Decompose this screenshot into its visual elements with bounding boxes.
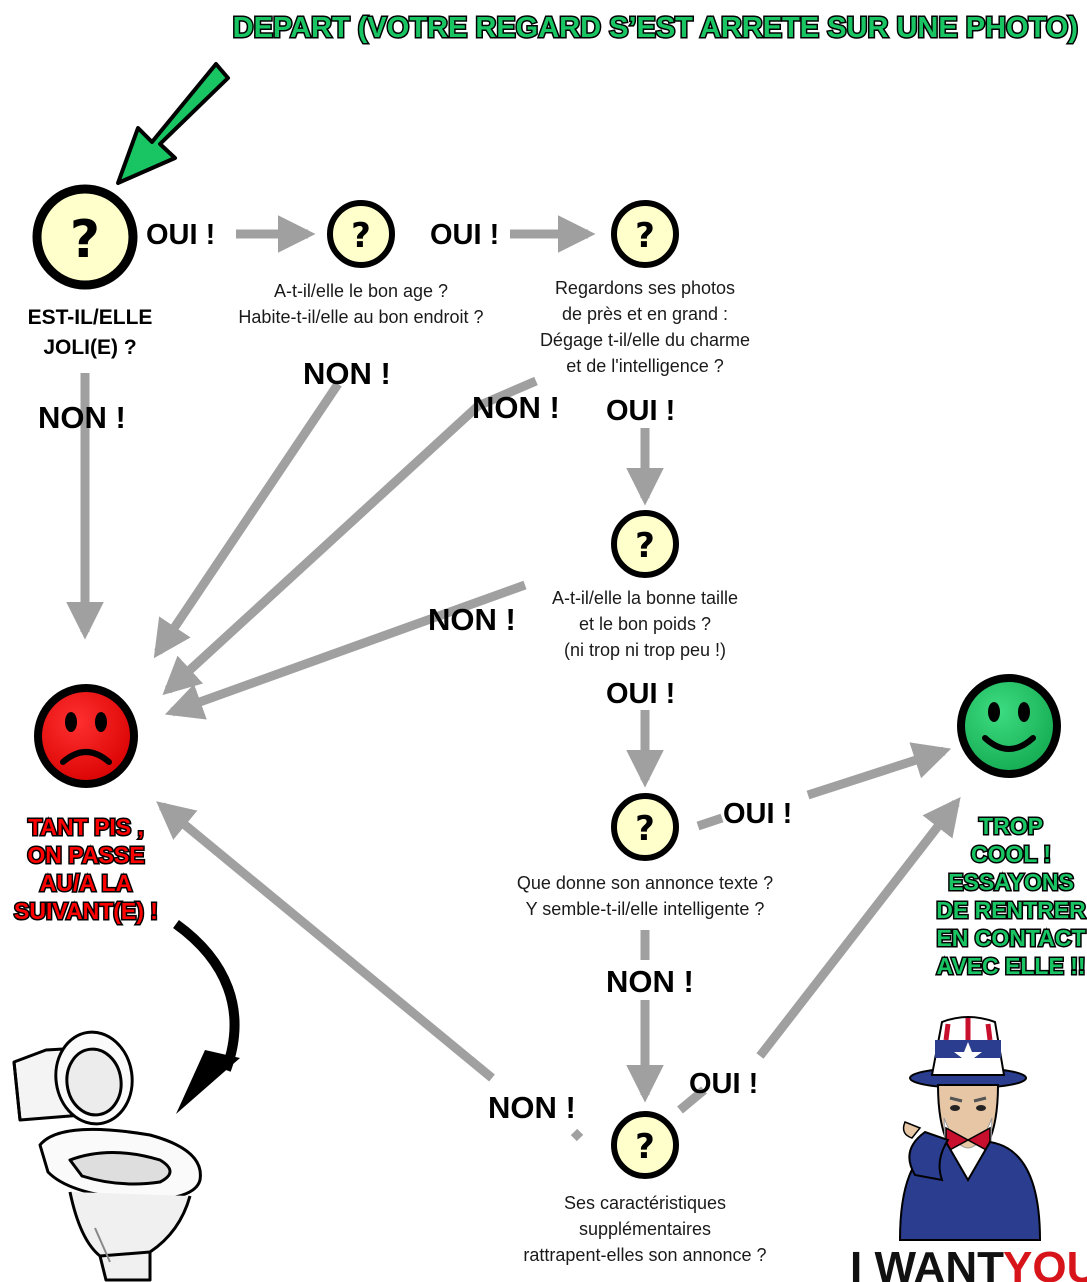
photos-question-line1: Regardons ses photos bbox=[555, 278, 735, 298]
start-question-line1: EST-IL/ELLE bbox=[28, 306, 153, 329]
start-question-line2: JOLI(E) ? bbox=[43, 336, 136, 359]
size-question-line3: (ni trop ni trop peu !) bbox=[564, 640, 726, 660]
question-circle-icon bbox=[611, 510, 679, 578]
question-mark-icon: ? bbox=[635, 216, 655, 256]
arrow-size-to-sad bbox=[164, 580, 527, 720]
happy-outcome-line4: DE RENTRER bbox=[936, 897, 1086, 923]
start-arrow bbox=[116, 62, 230, 185]
arrow-extra-to-happy-tail bbox=[677, 1086, 707, 1114]
sad-outcome-line3: AU/A LA bbox=[40, 870, 132, 896]
label-no: NON ! bbox=[472, 390, 560, 425]
outcome-happy: TROP COOL ! ESSAYONS DE RENTRER EN CONTA… bbox=[935, 674, 1087, 981]
sad-face-icon bbox=[34, 684, 138, 788]
node-extra: ? Ses caractéristiques supplémentaires r… bbox=[523, 1111, 767, 1265]
question-circle-icon bbox=[611, 793, 679, 861]
sad-outcome-line4: SUIVANT(E) ! bbox=[14, 898, 158, 924]
uncle-sam-icon bbox=[898, 1016, 1042, 1241]
label-no: NON ! bbox=[606, 964, 694, 999]
photos-question-line3: Dégage t-il/elle du charme bbox=[540, 330, 750, 350]
arrow-extra-to-sad bbox=[156, 801, 495, 1082]
happy-outcome-line6: AVEC ELLE !! bbox=[936, 953, 1085, 979]
label-yes: OUI ! bbox=[606, 395, 675, 427]
arrow-text-to-happy-tail bbox=[696, 813, 724, 831]
question-mark-icon: ? bbox=[351, 216, 371, 256]
page-title: DEPART (VOTRE REGARD S’EST ARRETE SUR UN… bbox=[233, 12, 1078, 44]
node-age: ? A-t-il/elle le bon age ? Habite-t-il/e… bbox=[238, 200, 484, 327]
photos-question-line4: et de l'intelligence ? bbox=[566, 356, 724, 376]
label-no: NON ! bbox=[38, 400, 126, 435]
happy-outcome-line5: EN CONTACT bbox=[936, 925, 1085, 951]
question-circle-icon bbox=[32, 184, 138, 290]
size-question-line1: A-t-il/elle la bonne taille bbox=[552, 588, 738, 608]
sad-outcome-line1: TANT PIS , bbox=[28, 814, 144, 840]
label-no: NON ! bbox=[303, 356, 391, 391]
label-yes: OUI ! bbox=[606, 678, 675, 710]
happy-outcome-line3: ESSAYONS bbox=[948, 869, 1074, 895]
question-mark-icon: ? bbox=[635, 809, 655, 849]
label-yes: OUI ! bbox=[723, 798, 792, 830]
age-question-line1: A-t-il/elle le bon age ? bbox=[274, 281, 448, 301]
extra-question-line1: Ses caractéristiques bbox=[564, 1193, 726, 1213]
poster-word-i-want: I WANT bbox=[850, 1243, 1004, 1282]
label-yes: OUI ! bbox=[689, 1068, 758, 1100]
age-question-line2: Habite-t-il/elle au bon endroit ? bbox=[238, 307, 483, 327]
extra-question-line2: supplémentaires bbox=[579, 1219, 711, 1239]
happy-outcome-line1: TROP bbox=[979, 813, 1043, 839]
question-mark-icon: ? bbox=[70, 210, 100, 270]
toilet-icon bbox=[12, 1030, 202, 1282]
arrow-age-to-sad bbox=[153, 381, 342, 659]
label-yes: OUI ! bbox=[430, 219, 499, 251]
question-circle-icon bbox=[327, 200, 395, 268]
node-size: ? A-t-il/elle la bonne taille et le bon … bbox=[552, 510, 738, 660]
arrow-extra-to-sad-tail bbox=[570, 1128, 584, 1142]
label-yes: OUI ! bbox=[146, 219, 215, 251]
extra-question-line3: rattrapent-elles son annonce ? bbox=[523, 1245, 766, 1265]
text-question-line1: Que donne son annonce texte ? bbox=[517, 873, 773, 893]
question-mark-icon: ? bbox=[635, 526, 655, 566]
arrow-text-to-happy bbox=[806, 742, 952, 800]
question-circle-icon bbox=[611, 1111, 679, 1179]
happy-outcome-line2: COOL ! bbox=[971, 841, 1051, 867]
label-no: NON ! bbox=[428, 602, 516, 637]
outcome-sad: TANT PIS , ON PASSE AU/A LA SUIVANT(E) ! bbox=[13, 684, 159, 926]
text-question-line2: Y semble-t-il/elle intelligente ? bbox=[526, 899, 765, 919]
question-circle-icon bbox=[611, 200, 679, 268]
arrow-photos-to-sad-tail bbox=[476, 376, 538, 411]
connectors bbox=[66, 215, 961, 1142]
arrow-photos-to-sad bbox=[162, 402, 482, 696]
sad-outcome-line2: ON PASSE bbox=[27, 842, 144, 868]
arrow-extra-to-happy bbox=[756, 797, 961, 1059]
arrow-sad-to-toilet-head bbox=[176, 1050, 240, 1114]
smiley-face-icon bbox=[957, 674, 1061, 778]
arrow-sad-to-toilet bbox=[173, 919, 240, 1072]
question-mark-icon: ? bbox=[635, 1127, 655, 1167]
photos-question-line2: de près et en grand : bbox=[562, 304, 728, 324]
node-photos: ? Regardons ses photos de près et en gra… bbox=[540, 200, 750, 376]
size-question-line2: et le bon poids ? bbox=[579, 614, 711, 634]
node-start: ? EST-IL/ELLE JOLI(E) ? bbox=[28, 184, 153, 359]
poster-word-you: YOU bbox=[1003, 1243, 1087, 1282]
node-text: ? Que donne son annonce texte ? Y semble… bbox=[517, 793, 773, 919]
label-no: NON ! bbox=[488, 1090, 576, 1125]
